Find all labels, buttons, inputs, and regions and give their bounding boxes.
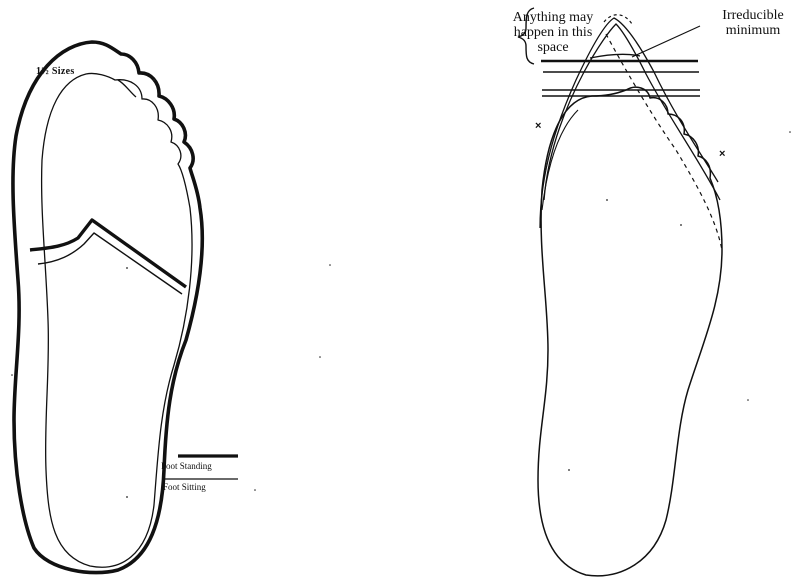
annotation-line: space [486,40,620,55]
right-foot-outline [538,87,722,576]
speck [329,264,331,266]
annotation-pointer [632,26,700,57]
cross-mark: × [719,148,725,160]
speck [254,489,256,491]
annotation-line: minimum [700,23,797,38]
speck [126,496,128,498]
speck [319,356,321,358]
annotation-irreducible-minimum: Irreducible minimum [700,8,797,38]
size-label: 1½ Sizes [36,66,75,77]
left-foot-sitting-outline [42,73,192,567]
annotation-line: Irreducible [700,8,797,23]
speck [680,224,682,226]
annotation-line: Anything may [486,10,620,25]
left-foot-standing-boundary [30,220,186,287]
speck [126,267,128,269]
annotation-line: happen in this [486,25,620,40]
speck [747,399,749,401]
left-foot-sitting-boundary [38,233,182,294]
speck [606,199,608,201]
speck [568,469,570,471]
legend-sitting-label: Foot Sitting [163,482,206,492]
legend-standing-label: Foot Standing [161,461,212,471]
speck [789,131,791,133]
dashed-side-line [606,34,722,250]
annotation-anything-may-happen: Anything may happen in this space [486,10,620,55]
speck [11,374,13,376]
left-foot-toe-line [118,80,136,97]
left-foot-standing-outline [13,42,202,573]
speck [153,79,155,81]
cross-mark: × [535,120,541,132]
